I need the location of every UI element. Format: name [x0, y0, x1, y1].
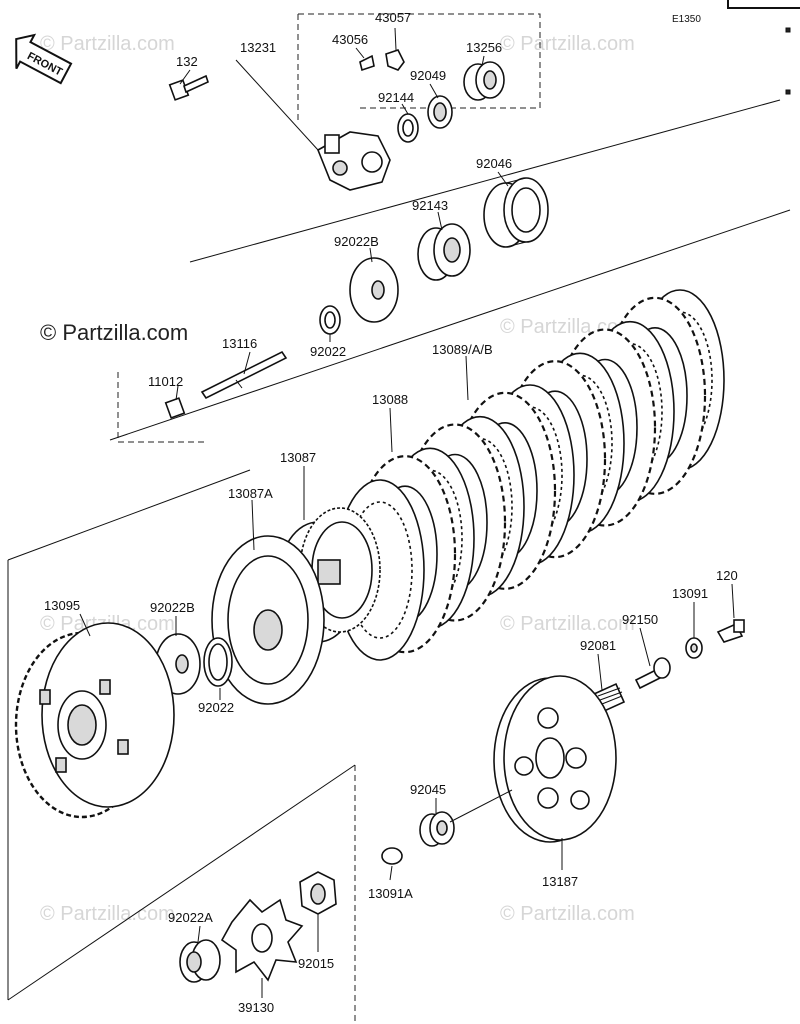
diagram-code: E1350	[672, 14, 701, 25]
pressure-plate-13187-icon	[493, 675, 617, 843]
label-92081: 92081	[580, 638, 616, 653]
pin-11012-icon	[164, 397, 186, 419]
label-13091: 13091	[672, 586, 708, 601]
washer-92022-mid-icon	[203, 637, 233, 687]
label-13187: 13187	[542, 874, 578, 889]
dashed-box-release	[298, 13, 541, 109]
label-13231: 13231	[240, 40, 276, 55]
ring-92144-icon	[397, 113, 419, 143]
sleeve-92143-icon	[417, 223, 471, 281]
clip-43056-icon	[359, 54, 375, 72]
label-13088: 13088	[372, 392, 408, 407]
label-92022b-top: 92022B	[334, 234, 379, 249]
push-rod-13116-icon	[200, 350, 288, 400]
label-92144: 92144	[378, 90, 414, 105]
label-43057: 43057	[375, 10, 411, 25]
watermark-faint: © Partzilla.com	[500, 613, 635, 635]
dashed-box-pushrod	[117, 372, 205, 443]
corner-dot	[785, 89, 791, 95]
bolt-120-icon	[716, 619, 745, 643]
clutch-plate-stack	[335, 289, 725, 661]
label-39130: 39130	[238, 1000, 274, 1015]
lock-washer-39130-icon	[220, 898, 304, 982]
label-13087: 13087	[280, 450, 316, 465]
frame-line-mid	[7, 469, 251, 561]
corner-frame	[727, 0, 800, 9]
plate-13087a-icon	[211, 535, 325, 705]
label-11012: 11012	[148, 374, 183, 389]
label-13256: 13256	[466, 40, 502, 55]
watermark-faint: © Partzilla.com	[500, 33, 635, 55]
label-13095: 13095	[44, 598, 80, 613]
watermark-main: © Partzilla.com	[40, 320, 188, 345]
frame-line-lower	[7, 764, 356, 1001]
frame-line-upper2	[109, 209, 791, 441]
release-lever-icon	[316, 131, 391, 191]
bearing-92045-icon	[419, 811, 455, 847]
label-92022a: 92022A	[168, 910, 213, 925]
cap-13091a-icon	[381, 847, 403, 865]
label-92049: 92049	[410, 68, 446, 83]
label-13091a: 13091A	[368, 886, 413, 901]
leader-lines	[79, 27, 735, 998]
washer-92022-top-icon	[319, 305, 341, 335]
label-92022-top: 92022	[310, 344, 346, 359]
clutch-housing-13095-icon	[14, 622, 175, 819]
corner-dot	[785, 27, 791, 33]
label-120: 120	[716, 568, 738, 583]
part-labels: 13231 43057 43056 13256 132 92049 92144 …	[44, 10, 738, 1015]
label-92015: 92015	[298, 956, 334, 971]
label-92143: 92143	[412, 198, 448, 213]
label-92046: 92046	[476, 156, 512, 171]
washer-13091-icon	[685, 637, 703, 659]
needle-bearing-92046-icon	[483, 177, 549, 248]
label-92022b-mid: 92022B	[150, 600, 195, 615]
frame-line-upper	[189, 99, 781, 263]
clip-43057-icon	[385, 49, 405, 71]
label-13116: 13116	[222, 336, 257, 351]
watermark-faint: © Partzilla.com	[40, 903, 175, 925]
bolt-92150-icon	[634, 657, 671, 690]
front-arrow-icon: FRONT	[15, 33, 73, 85]
label-13087a: 13087A	[228, 486, 273, 501]
label-92022-mid: 92022	[198, 700, 234, 715]
label-132: 132	[176, 54, 198, 69]
label-92150: 92150	[622, 612, 658, 627]
bearing-13256-icon	[463, 61, 505, 101]
label-92045: 92045	[410, 782, 446, 797]
watermark-faint: © Partzilla.com	[40, 33, 175, 55]
washer-92022b-top-icon	[349, 257, 399, 323]
bolt-132-icon	[168, 74, 209, 101]
watermark-faint: © Partzilla.com	[500, 903, 635, 925]
label-13089: 13089/A/B	[432, 342, 493, 357]
label-43056: 43056	[332, 32, 368, 47]
spacer-92022a-icon	[179, 939, 221, 983]
seal-92049-icon	[427, 95, 453, 129]
nut-92015-icon	[299, 871, 337, 915]
